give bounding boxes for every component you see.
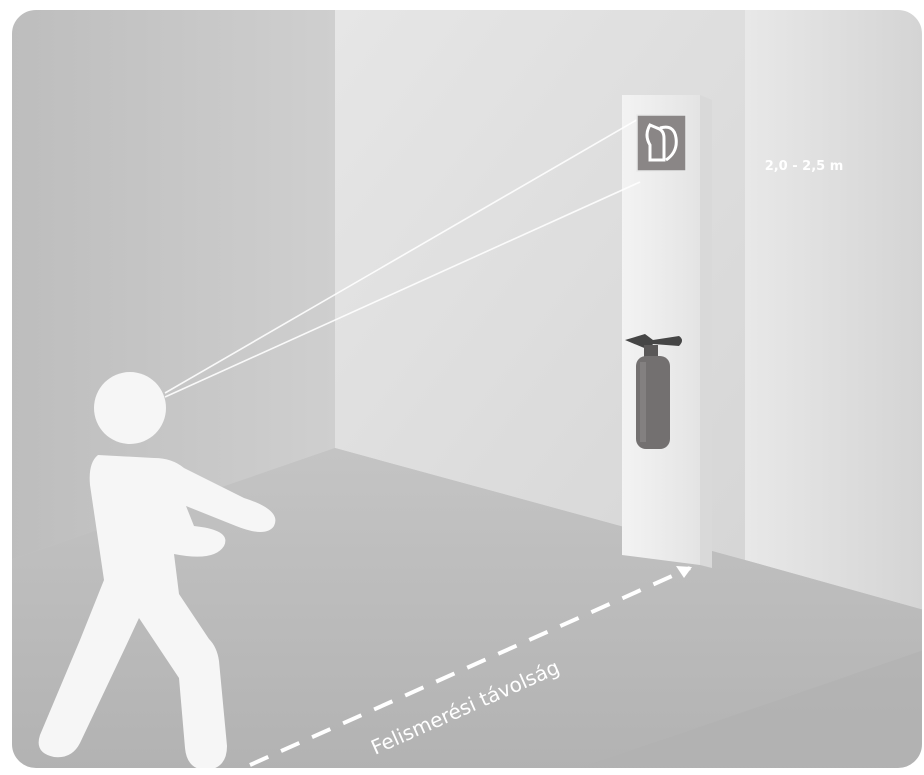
right-wall bbox=[745, 8, 924, 610]
fire-extinguisher-sign-icon bbox=[637, 115, 686, 171]
pillar-side bbox=[700, 95, 712, 568]
mounting-height-label: 2,0 - 2,5 m bbox=[765, 159, 844, 174]
